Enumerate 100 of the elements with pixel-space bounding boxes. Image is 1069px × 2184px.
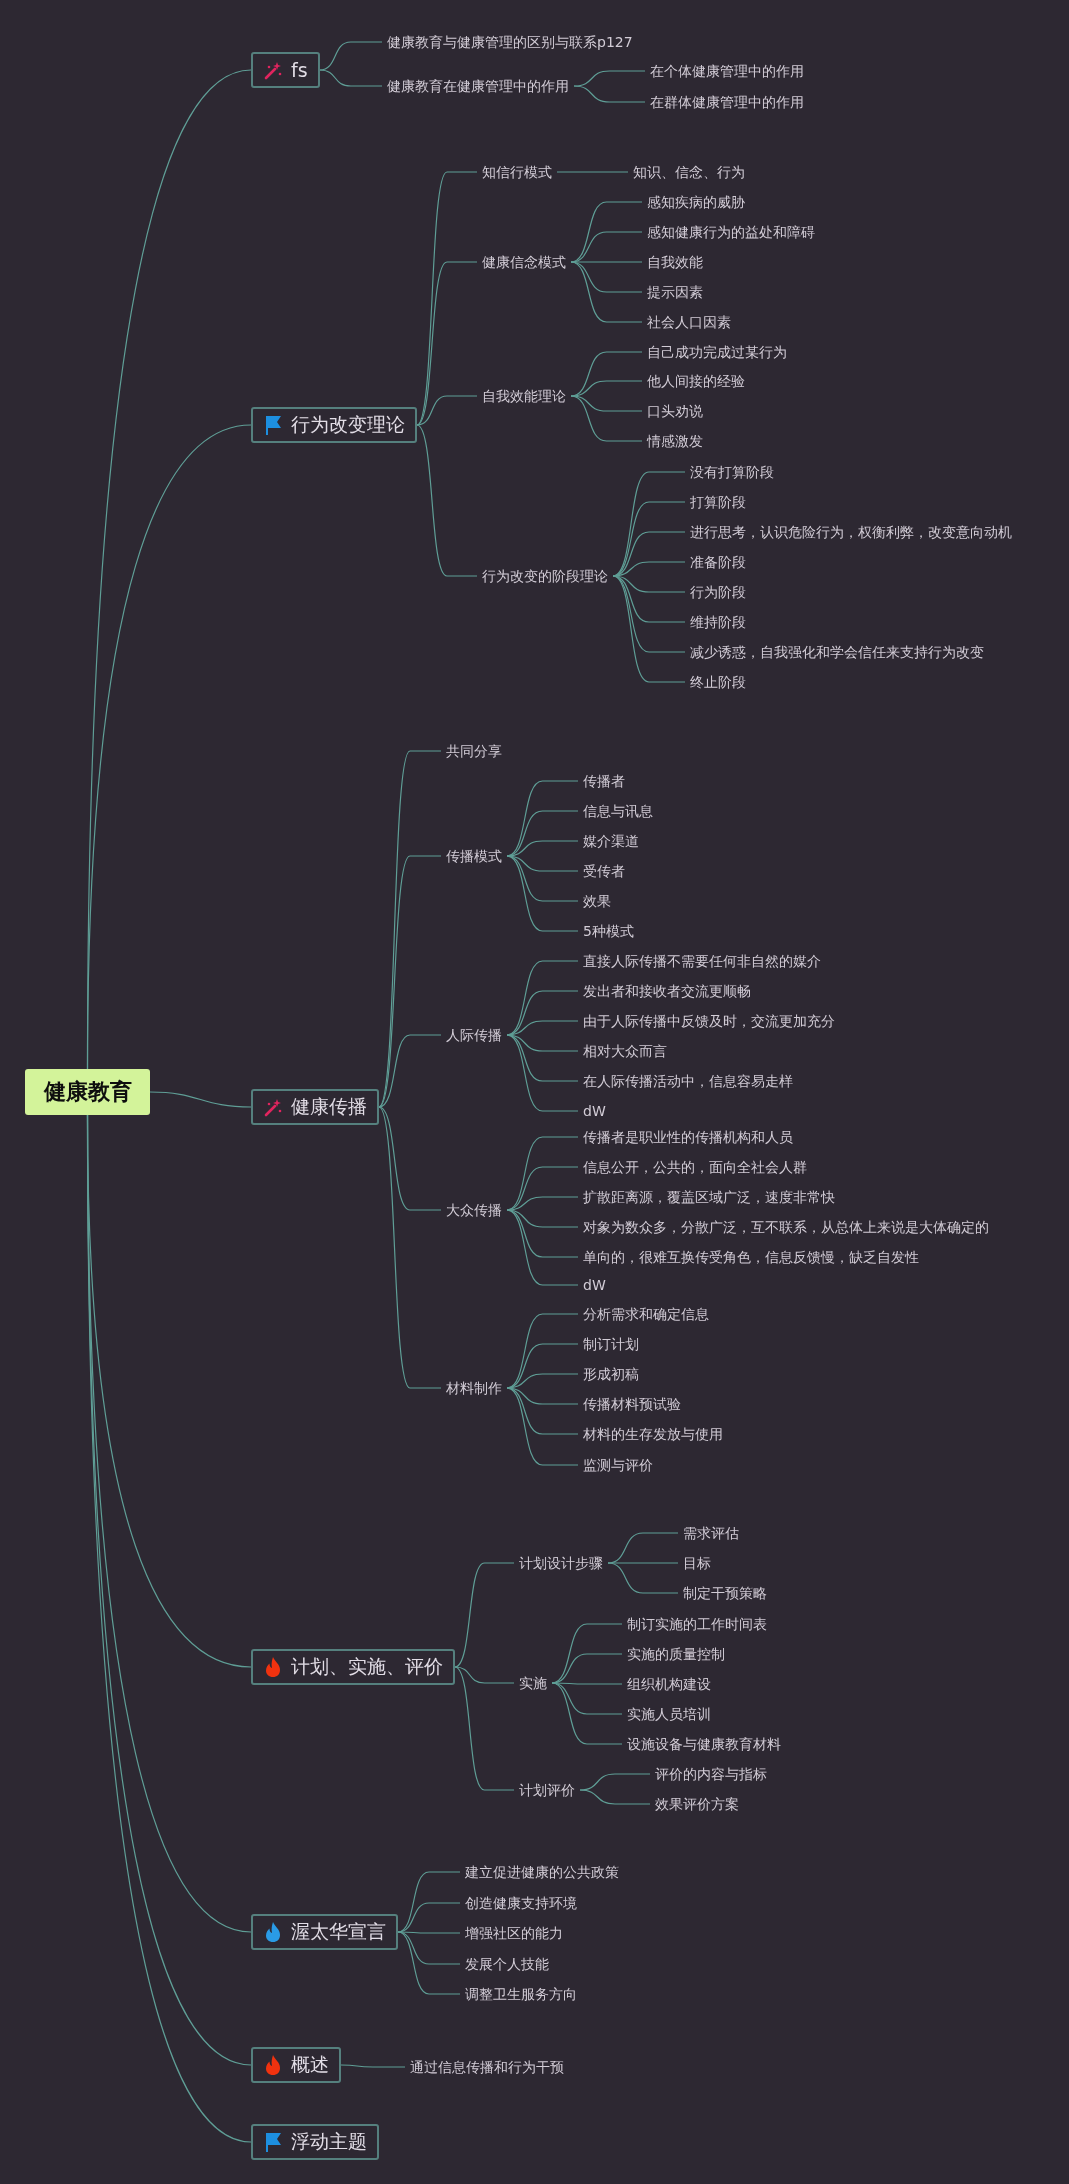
branch-line — [378, 1106, 442, 1389]
subtopic-text: 直接人际传播不需要任何非自然的媒介 — [578, 950, 826, 972]
subtopic-text: 在人际传播活动中，信息容易走样 — [578, 1070, 798, 1092]
subtopic-text: 实施 — [514, 1672, 552, 1694]
branch-line — [454, 1666, 515, 1684]
branch-line — [454, 1562, 515, 1668]
branch-line — [506, 1034, 579, 1112]
subtopic-text: 健康教育与健康管理的区别与联系p127 — [382, 31, 638, 53]
branch-line — [579, 1789, 651, 1805]
subtopic-text: 在个体健康管理中的作用 — [645, 60, 809, 82]
subtopic-text: 材料的生存发放与使用 — [578, 1423, 728, 1445]
subtopic-text: 感知疾病的威胁 — [642, 191, 750, 213]
subtopic-text: 传播者 — [578, 770, 630, 792]
subtopic-text: 组织机构建设 — [622, 1673, 716, 1695]
subtopic-text: 进行思考，认识危险行为，权衡利弊，改变意向动机 — [685, 521, 1017, 543]
branch-line — [416, 424, 478, 577]
branch-line — [551, 1682, 623, 1715]
subtopic-text: 感知健康行为的益处和障碍 — [642, 221, 820, 243]
subtopic-text: 制订实施的工作时间表 — [622, 1613, 772, 1635]
subtopic-text: 在群体健康管理中的作用 — [645, 91, 809, 113]
topic-label: 浮动主题 — [291, 2129, 367, 2154]
branch-line — [378, 750, 442, 1108]
subtopic-text: dW — [578, 1100, 611, 1122]
branch-line — [570, 261, 643, 293]
subtopic-text: 社会人口因素 — [642, 311, 736, 333]
subtopic-text: 信息与讯息 — [578, 800, 658, 822]
subtopic-text: 效果评价方案 — [650, 1793, 744, 1815]
topic-label: 概述 — [291, 2052, 329, 2077]
subtopic-text: 传播者是职业性的传播机构和人员 — [578, 1126, 798, 1148]
branch-line — [612, 575, 686, 683]
subtopic-text: 传播材料预试验 — [578, 1393, 686, 1415]
subtopic-text: 计划设计步骤 — [514, 1552, 608, 1574]
branch-line — [506, 855, 579, 932]
branch-line — [607, 1562, 679, 1594]
subtopic-text: 发出者和接收者交流更顺畅 — [578, 980, 756, 1002]
subtopic-text: 媒介渠道 — [578, 830, 644, 852]
subtopic-text: 情感激发 — [642, 430, 708, 452]
topic-box — [251, 2047, 341, 2083]
topic-label: 健康传播 — [291, 1094, 367, 1119]
topic-box — [251, 52, 320, 88]
branch-line — [378, 1106, 442, 1211]
subtopic-text: 减少诱惑，自我强化和学会信任来支持行为改变 — [685, 641, 989, 663]
subtopic-text: 材料制作 — [441, 1377, 507, 1399]
branch-line — [340, 2064, 406, 2068]
subtopic-text: 调整卫生服务方向 — [460, 1983, 582, 2005]
subtopic-text: 目标 — [678, 1552, 716, 1574]
subtopic-text: 创造健康支持环境 — [460, 1892, 582, 1914]
branch-line — [319, 69, 383, 87]
subtopic-text: 形成初稿 — [578, 1363, 644, 1385]
branch-line — [397, 1931, 461, 1995]
branch-line — [570, 395, 643, 412]
branch-line — [506, 1209, 579, 1286]
branch-line — [416, 261, 478, 426]
branch-line — [416, 171, 478, 426]
branch-line — [607, 1562, 679, 1564]
subtopic-text: 受传者 — [578, 860, 630, 882]
subtopic-text: 共同分享 — [441, 740, 507, 762]
subtopic-text: 传播模式 — [441, 845, 507, 867]
central-topic-box: 健康教育 — [25, 1069, 150, 1115]
subtopic-text: 提示因素 — [642, 281, 708, 303]
subtopic-text: 终止阶段 — [685, 671, 751, 693]
subtopic-text: 效果 — [578, 890, 616, 912]
branch-line — [86, 424, 252, 1070]
subtopic-text: 评价的内容与指标 — [650, 1763, 772, 1785]
subtopic-text: 知信行模式 — [477, 161, 557, 183]
subtopic-text: 知识、信念、行为 — [628, 161, 750, 183]
subtopic-text: 5种模式 — [578, 920, 639, 942]
branch-line — [378, 855, 442, 1108]
topic-box — [251, 1089, 379, 1125]
subtopic-text: 自我效能理论 — [477, 385, 571, 407]
subtopic-text: 口头劝说 — [642, 400, 708, 422]
topic-box — [251, 407, 417, 443]
subtopic-text: 扩散距离源，覆盖区域广泛，速度非常快 — [578, 1186, 840, 1208]
subtopic-text: 实施的质量控制 — [622, 1643, 730, 1665]
branch-line — [149, 1091, 252, 1108]
topic-label: 计划、实施、评价 — [291, 1654, 443, 1679]
branch-line — [506, 1387, 579, 1466]
branch-line — [556, 171, 629, 173]
subtopic-text: 行为阶段 — [685, 581, 751, 603]
subtopic-text: 制定干预策略 — [678, 1582, 772, 1604]
branch-line — [570, 395, 643, 442]
subtopic-text: 健康信念模式 — [477, 251, 571, 273]
subtopic-text: 打算阶段 — [685, 491, 751, 513]
subtopic-text: 实施人员培训 — [622, 1703, 716, 1725]
subtopic-text: 计划评价 — [514, 1779, 580, 1801]
subtopic-text: 行为改变的阶段理论 — [477, 565, 613, 587]
topic-box — [251, 2124, 379, 2160]
topic-label: 渥太华宣言 — [291, 1919, 386, 1944]
branch-line — [573, 85, 646, 103]
subtopic-text: 增强社区的能力 — [460, 1922, 568, 1944]
branch-line — [454, 1666, 515, 1791]
subtopic-text: 信息公开，公共的，面向全社会人群 — [578, 1156, 812, 1178]
branch-line — [570, 261, 643, 323]
subtopic-text: 他人间接的经验 — [642, 370, 750, 392]
subtopic-text: 自我效能 — [642, 251, 708, 273]
subtopic-text: 监测与评价 — [578, 1454, 658, 1476]
subtopic-text: 大众传播 — [441, 1199, 507, 1221]
topic-box — [251, 1649, 455, 1685]
topic-box — [251, 1914, 398, 1950]
topic-label: fs — [291, 59, 308, 81]
